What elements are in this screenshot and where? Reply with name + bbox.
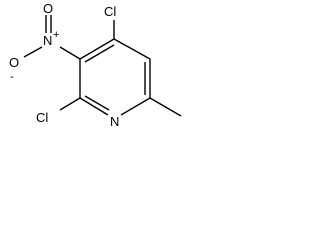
ring-bond-c4-c5	[113, 38, 151, 60]
ring-bond-c6-n1	[120, 97, 151, 116]
bond-nitro-o-single	[23, 46, 43, 58]
nitro-oxygen-left-charge: -	[10, 71, 14, 83]
ring-bond-c3-c4-inner	[84, 44, 115, 63]
nitro-oxygen-left-label: O	[9, 55, 19, 70]
bond-c2-cl	[59, 97, 81, 111]
chemical-structure-diagram: Cl Cl N N + O O -	[9, 1, 182, 129]
chlorine-top-label: Cl	[104, 4, 116, 19]
nitro-oxygen-top-label: O	[43, 1, 53, 16]
ring-nitrogen-label: N	[110, 114, 119, 129]
ring-bond-n1-c2-inner	[84, 95, 110, 111]
chlorine-bottom-label: Cl	[36, 110, 48, 125]
nitro-nitrogen-charge: +	[53, 29, 59, 41]
bond-c3-nitro	[59, 46, 81, 60]
ring-bond-n1-c2	[79, 97, 109, 116]
ring-bond-c3-c4	[79, 38, 115, 60]
nitro-nitrogen-label: N	[43, 33, 52, 48]
bond-c6-methyl	[149, 97, 182, 117]
